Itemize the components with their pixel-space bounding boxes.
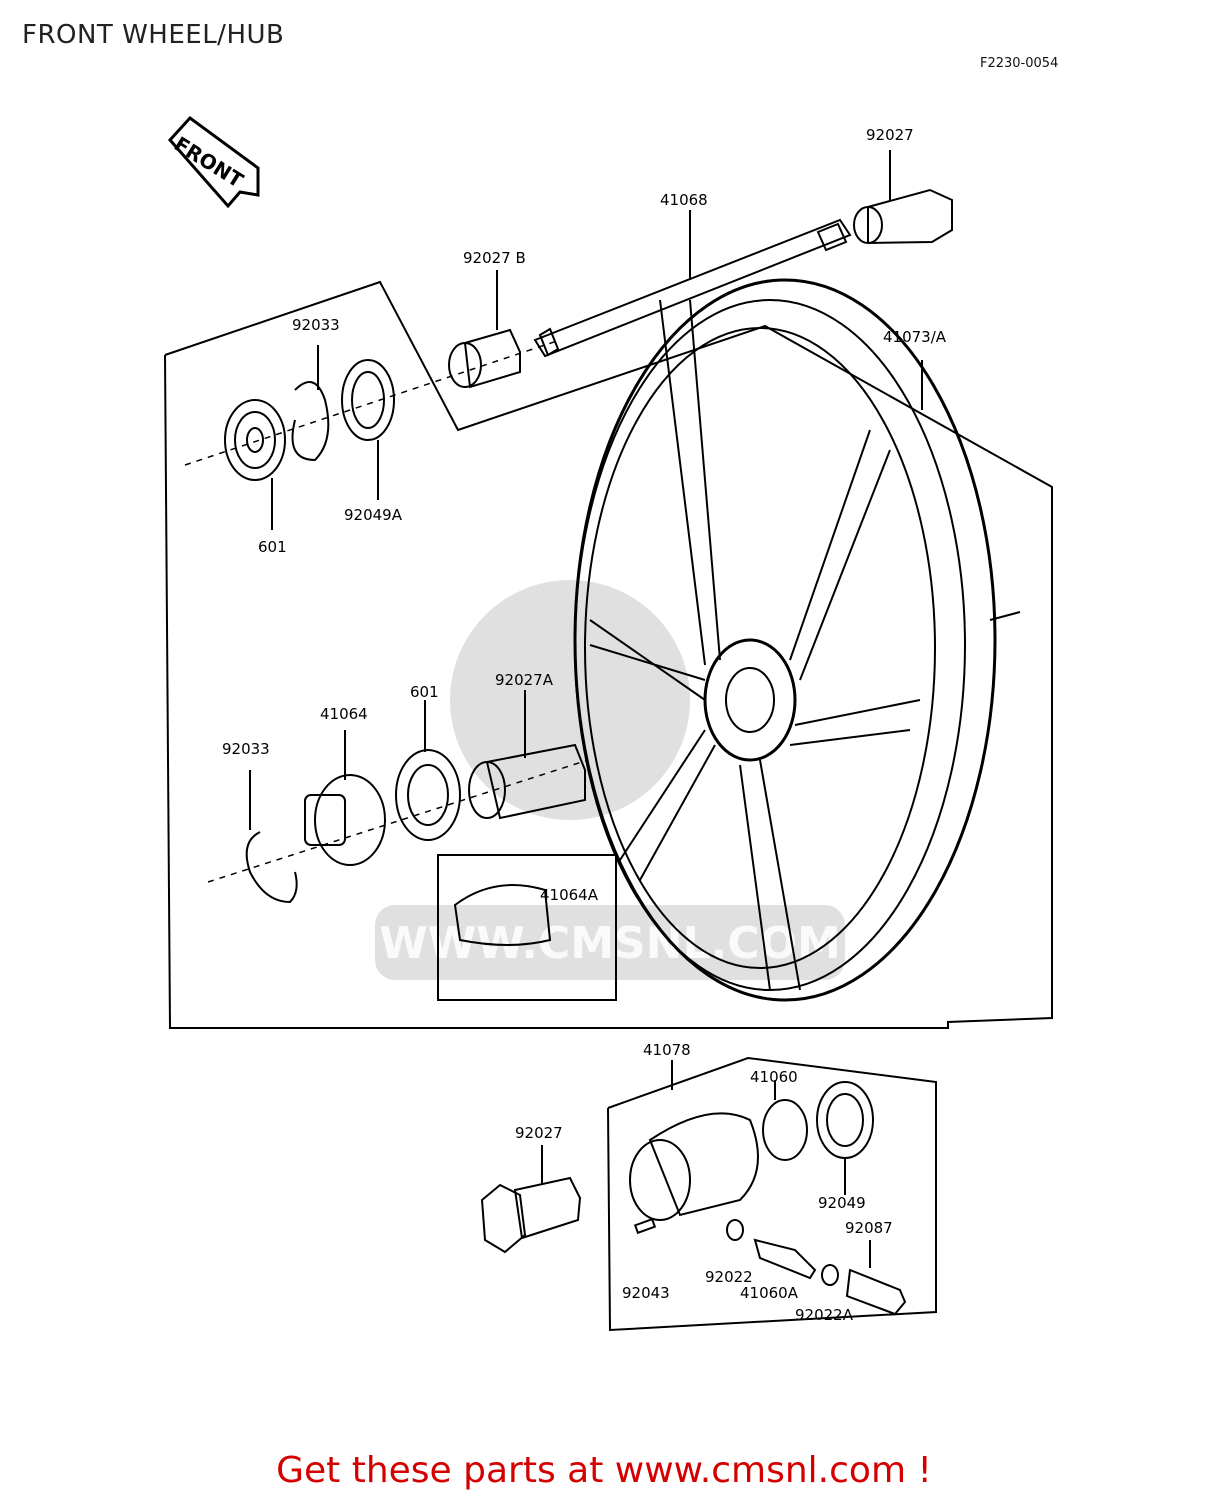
bearing-top-part [224,399,286,530]
label-41060a: 41060A [740,1284,799,1302]
pinion-part [753,1238,817,1280]
washer-92022a-part [821,1264,839,1286]
wheel-rim-part [573,278,997,1002]
speedo-seal-part [816,1081,874,1195]
collar-lower-part [468,690,586,820]
label-92027b: 92027 B [463,249,526,267]
speedo-gearbox-part [629,1112,759,1221]
label-601-mid: 601 [410,683,439,701]
oil-seal-top-part [341,359,395,500]
key-part [633,1217,657,1235]
label-92043: 92043 [622,1284,670,1302]
washer-92022-part [726,1219,744,1241]
diagram-code: F2230-0054 [980,56,1059,71]
watermark-text: WWW.CMSNL.COM [379,918,841,969]
collar-part [448,270,521,389]
hub-nut-part [480,1145,582,1254]
front-arrow-icon: FRONT [167,115,260,209]
label-92027-top: 92027 [866,126,914,144]
label-41060: 41060 [750,1068,798,1086]
label-92049a: 92049A [344,506,403,524]
hub-group-outline [607,1056,937,1332]
bushing-part [845,1268,907,1316]
parts-diagram: WWW.CMSNL.COM FRONT [164,115,1053,1332]
label-92033-top: 92033 [292,316,340,334]
axle-part [533,210,852,358]
label-92033-mid: 92033 [222,740,270,758]
circlip-lower-part [245,831,298,904]
watermark [375,580,845,980]
label-41078: 41078 [643,1041,691,1059]
speedo-drive-part [304,730,386,866]
label-41068: 41068 [660,191,708,209]
label-92022: 92022 [705,1268,753,1286]
axle-nut-part [853,150,953,245]
label-41073a: 41073/A [883,328,947,346]
label-92027a: 92027A [495,671,554,689]
label-92022a: 92022A [795,1306,854,1324]
label-92049: 92049 [818,1194,866,1212]
part-labels: 92027 41068 92027 B 92033 41073/A 92049A… [222,126,947,1324]
label-92087: 92087 [845,1219,893,1237]
bearing-lower-part [395,700,461,841]
inset-41064a [437,854,617,1001]
label-601-top: 601 [258,538,287,556]
label-41064a: 41064A [540,886,599,904]
footer-link[interactable]: Get these parts at www.cmsnl.com ! [276,1450,932,1491]
page-title: FRONT WHEEL/HUB [22,20,285,50]
speedo-gear-part [762,1080,808,1161]
wheel-group-outline [164,280,1053,1029]
label-92027-low: 92027 [515,1124,563,1142]
circlip-top-part [291,381,330,462]
label-41064: 41064 [320,705,368,723]
